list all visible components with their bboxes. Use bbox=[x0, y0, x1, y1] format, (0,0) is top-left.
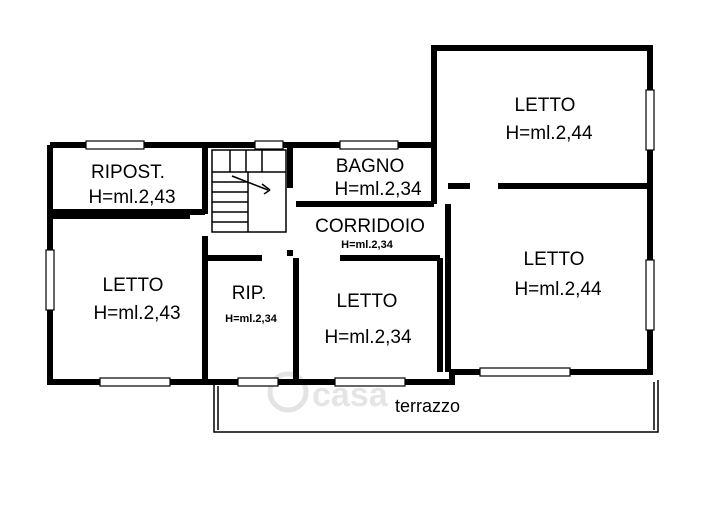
room-name-ripost: RIPOST. bbox=[91, 162, 165, 183]
room-name-letto-e: LETTO bbox=[524, 249, 585, 270]
terrace-label: terrazzo bbox=[395, 396, 460, 416]
room-height-letto-w: H=ml.2,43 bbox=[93, 303, 180, 324]
room-height-rip: H=ml.2,34 bbox=[225, 313, 278, 325]
room-height-letto-e: H=ml.2,44 bbox=[514, 279, 602, 300]
interior-walls bbox=[50, 145, 650, 382]
windows bbox=[45, 89, 655, 387]
room-name-letto-w: LETTO bbox=[103, 275, 164, 296]
room-height-corridoio: H=ml.2,34 bbox=[341, 239, 394, 251]
room-labels: RIPOST. H=ml.2,43 BAGNO H=ml.2,34 CORRID… bbox=[88, 95, 602, 348]
room-name-corridoio: CORRIDOIO bbox=[315, 216, 425, 237]
room-name-letto-ne: LETTO bbox=[515, 95, 576, 116]
room-height-letto-c: H=ml.2,34 bbox=[324, 327, 412, 348]
room-height-letto-ne: H=ml.2,44 bbox=[505, 123, 593, 144]
terrace: terrazzo bbox=[213, 380, 659, 433]
room-name-bagno: BAGNO bbox=[336, 156, 405, 177]
staircase bbox=[211, 149, 287, 233]
room-name-letto-c: LETTO bbox=[337, 291, 398, 312]
room-height-ripost: H=ml.2,43 bbox=[88, 187, 175, 208]
room-name-rip: RIP. bbox=[232, 283, 267, 304]
exterior-walls bbox=[47, 45, 653, 385]
room-height-bagno: H=ml.2,34 bbox=[334, 179, 422, 200]
